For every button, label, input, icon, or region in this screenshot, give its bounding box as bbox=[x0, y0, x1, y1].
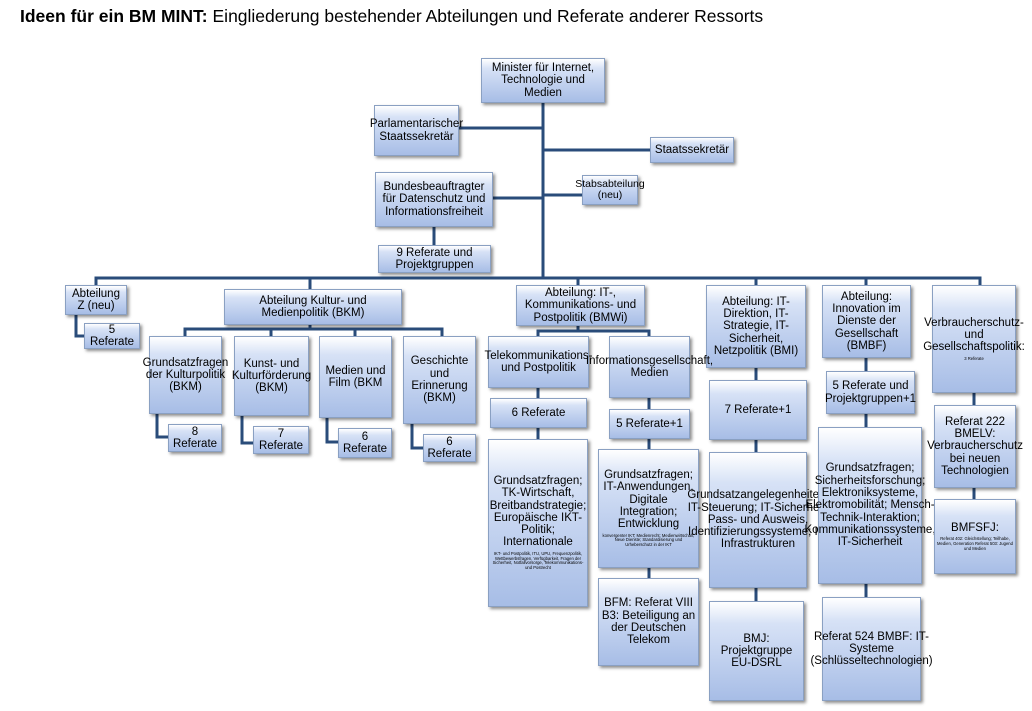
state-secretary-box: Staatssekretär bbox=[650, 137, 734, 163]
bmj-project-group-box: BMJ: Projektgruppe EU-DSRL bbox=[709, 601, 804, 701]
media-film-box: Medien und Film (BKM bbox=[319, 336, 392, 418]
staff-department-box: Stabsabteilung (neu) bbox=[575, 175, 645, 205]
bmfsfj-box: BMFSFJ:Referat 402: Gleichstellung; Teil… bbox=[934, 499, 1016, 574]
telecom-postal-box: Telekommunikations- und Postpolitik bbox=[485, 336, 593, 388]
department-innovation-box: Abteilung: Innovation im Dienste der Ges… bbox=[822, 285, 911, 358]
bfm-telekom-box: BFM: Referat VIII B3: Beteiligung an der… bbox=[598, 578, 699, 666]
telecom-units-box: 6 Referate bbox=[490, 398, 587, 428]
information-society-box: Informationsgesellschaft, Medien bbox=[586, 336, 713, 398]
department-consumer-protection-box: Verbraucherschutz- und Gesellschaftspoli… bbox=[923, 285, 1025, 393]
bmbf-details-box: Grundsatzfragen; Sicherheitsforschung; E… bbox=[805, 427, 936, 584]
media-film-units-box: 6 Referate bbox=[338, 428, 392, 458]
department-it-communications-box: Abteilung: IT-, Kommunikations- und Post… bbox=[516, 285, 645, 326]
department-z-units-box: 5 Referate bbox=[84, 323, 140, 349]
department-z-box: Abteilung Z (neu) bbox=[65, 285, 127, 315]
data-protection-commissioner-box: Bundesbeauftragter für Datenschutz und I… bbox=[375, 172, 493, 227]
referat-222-box: Referat 222 BMELV: Verbraucherschutz bei… bbox=[927, 405, 1023, 488]
department-it-direction-box: Abteilung: IT-Direktion, IT-Strategie, I… bbox=[706, 285, 806, 368]
parliamentary-state-secretary-box: Parlamentarischer Staatssekretär bbox=[370, 105, 463, 156]
arts-funding-units-box: 7 Referate bbox=[253, 426, 309, 454]
bfdi-units-box: 9 Referate und Projektgruppen bbox=[378, 245, 491, 273]
history-remembrance-units-box: 6 Referate bbox=[423, 434, 476, 462]
referat-524-box: Referat 524 BMBF: IT-Systeme (Schlüsselt… bbox=[810, 597, 933, 701]
information-society-details-box: Grundsatzfragen; IT-Anwendungen, Digital… bbox=[598, 449, 699, 568]
minister-box: Minister für Internet, Technologie und M… bbox=[481, 58, 605, 103]
department-culture-media-box: Abteilung Kultur- und Medienpolitik (BKM… bbox=[224, 289, 402, 325]
bmi-units-box: 7 Referate+1 bbox=[709, 380, 807, 440]
history-remembrance-box: Geschichte und Erinnerung (BKM) bbox=[403, 336, 476, 424]
bmi-details-box: Grundsatzangelegenheiten; IT-Steuerung; … bbox=[687, 452, 829, 588]
telecom-details-box: Grundsatzfragen; TK-Wirtschaft, Breitban… bbox=[488, 439, 588, 607]
page-title: Ideen für ein BM MINT: Eingliederung bes… bbox=[20, 6, 764, 26]
information-society-units-box: 5 Referate+1 bbox=[609, 409, 690, 439]
arts-funding-box: Kunst- und Kulturförderung (BKM) bbox=[232, 336, 311, 416]
culture-policy-units-box: 8 Referate bbox=[168, 424, 222, 452]
bmbf-units-box: 5 Referate und Projektgruppen+1 bbox=[825, 371, 916, 414]
culture-policy-principles-box: Grundsatzfragen der Kulturpolitik (BKM) bbox=[143, 336, 228, 414]
